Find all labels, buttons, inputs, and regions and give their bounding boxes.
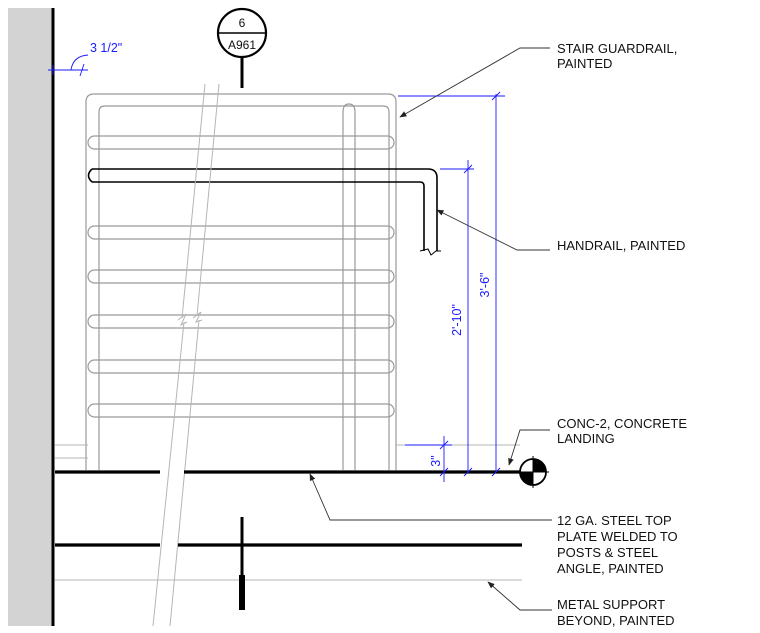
callout-landing-line-1: CONC-2, CONCRETE bbox=[557, 416, 687, 431]
callout-top-plate: 12 GA. STEEL TOP PLATE WELDED TO POSTS &… bbox=[557, 513, 678, 576]
callout-support-line-1: METAL SUPPORT bbox=[557, 597, 665, 612]
elevation-marker-icon bbox=[517, 456, 549, 488]
callout-top-plate-line-3: POSTS & STEEL bbox=[557, 545, 658, 560]
callout-handrail-line-1: HANDRAIL, PAINTED bbox=[557, 238, 685, 253]
guardrail-height-label: 3'-6" bbox=[478, 273, 492, 298]
callout-leaders bbox=[309, 47, 552, 611]
stair-stringer bbox=[152, 83, 220, 627]
dimension-guardrail-height: 3'-6" bbox=[398, 91, 505, 477]
section-tag-sheet: A961 bbox=[228, 38, 256, 52]
curb-height-label: 3" bbox=[429, 455, 443, 466]
callout-top-plate-line-2: PLATE WELDED TO bbox=[557, 529, 678, 544]
handrail-height-label: 2'-10" bbox=[450, 304, 464, 336]
callout-landing-line-2: LANDING bbox=[557, 431, 615, 446]
callout-support-line-2: BEYOND, PAINTED bbox=[557, 613, 675, 628]
handrail bbox=[87, 168, 441, 256]
callout-guardrail-line-1: STAIR GUARDRAIL, bbox=[557, 41, 677, 56]
callout-guardrail: STAIR GUARDRAIL, PAINTED bbox=[557, 41, 677, 71]
callout-handrail: HANDRAIL, PAINTED bbox=[557, 238, 685, 253]
stair-guardrail bbox=[55, 93, 520, 470]
landing-slab bbox=[55, 470, 528, 610]
callout-top-plate-line-1: 12 GA. STEEL TOP bbox=[557, 513, 672, 528]
wall-offset-label: 3 1/2" bbox=[90, 41, 122, 55]
callout-guardrail-line-2: PAINTED bbox=[557, 56, 612, 71]
dimension-wall-offset: 3 1/2" bbox=[48, 41, 122, 77]
section-tag: 6 A961 bbox=[216, 7, 268, 88]
callout-landing: CONC-2, CONCRETE LANDING bbox=[557, 416, 687, 446]
callout-support: METAL SUPPORT BEYOND, PAINTED bbox=[557, 597, 675, 628]
section-tag-number: 6 bbox=[239, 16, 246, 30]
dimension-handrail-height: 2'-10" bbox=[440, 160, 474, 477]
dimension-curb-height: 3" bbox=[405, 436, 452, 482]
callout-top-plate-line-4: ANGLE, PAINTED bbox=[557, 561, 664, 576]
rail-bars bbox=[87, 135, 395, 418]
concrete-wall bbox=[8, 8, 55, 626]
